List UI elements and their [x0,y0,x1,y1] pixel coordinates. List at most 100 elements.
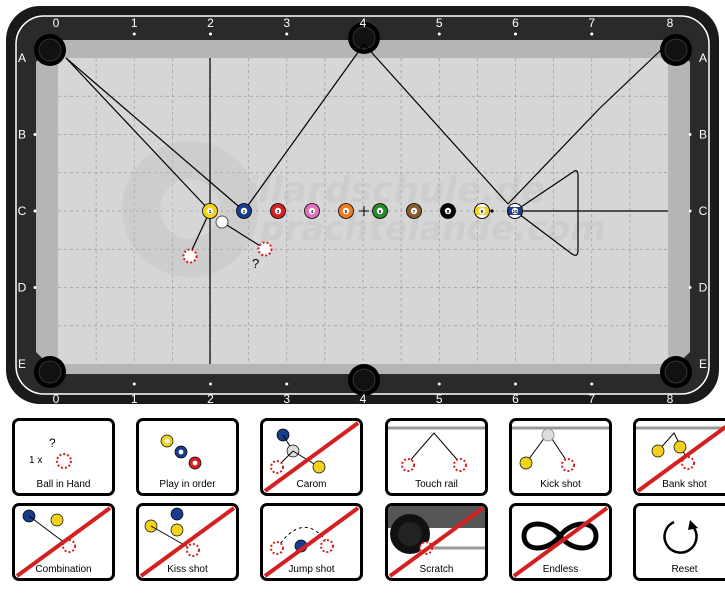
col-label-bottom: 3 [283,392,290,406]
carom-label: Carom [296,479,327,490]
row-label-left: C [18,204,27,218]
scratch-label: Scratch [419,564,454,575]
ghost-ball [215,215,229,229]
col-label-top: 3 [283,16,290,30]
endless-button[interactable]: Endless [509,503,612,581]
col-label-top: 1 [131,16,138,30]
row-label-left: D [18,281,27,295]
diamond [590,382,594,386]
jump-shot-icon [263,506,360,578]
diamond [514,382,517,386]
ball-5: 5 [338,203,354,219]
diamond [209,32,212,36]
col-label-top: 5 [436,16,443,30]
pocket [660,34,692,66]
svg-text:5: 5 [345,209,348,214]
endless-label: Endless [542,564,579,575]
diamond [688,286,692,289]
reset-icon [663,520,698,554]
col-label-top: 8 [667,16,674,30]
pockets [34,22,692,396]
center-spot [359,206,369,216]
diamond [437,382,441,386]
kick-shot-button[interactable]: Kick shot [509,418,612,496]
scratch-button[interactable]: Scratch [385,503,488,581]
diamond [285,382,289,386]
col-label-bottom: 2 [207,392,214,406]
bank-shot-icon [636,424,725,493]
bank-shot-button[interactable]: Bank shot [633,418,725,496]
reset-button[interactable]: Reset [633,503,725,581]
diamond [514,32,517,36]
pocket [348,364,380,396]
svg-text:2: 2 [243,209,246,214]
play-in-order-label: Play in order [159,479,216,490]
carom-icon [263,421,360,493]
pocket [660,356,692,388]
kiss-shot-icon [139,506,236,578]
svg-text:8: 8 [447,209,450,214]
touch-rail-icon [388,426,485,472]
kiss-shot-label: Kiss shot [167,564,208,575]
col-label-bottom: 8 [667,392,674,406]
diamond [33,209,37,213]
pocket [348,22,380,54]
col-label-bottom: 1 [131,392,138,406]
pocket [34,34,66,66]
pocket [34,356,66,388]
svg-text:7: 7 [413,209,416,214]
combination-button[interactable]: Combination [12,503,115,581]
reset-label: Reset [671,564,698,575]
ball-4: 4 [304,203,320,219]
col-label-bottom: 7 [588,392,595,406]
touch-rail-button[interactable]: Touch rail [385,418,488,496]
endless-icon [512,506,609,578]
ball-in-hand-label: Ball in Hand [36,479,91,490]
row-label-right: B [699,128,707,142]
ball-in-hand-icon: 1 x? [29,436,72,469]
col-label-bottom: 0 [53,392,60,406]
row-label-left: A [18,51,26,65]
diamond [33,133,37,136]
diamond [209,382,212,386]
question-mark: ? [252,256,259,271]
svg-text:?: ? [49,436,56,450]
svg-text:1: 1 [209,209,212,214]
combination-icon [15,506,112,578]
svg-text:10: 10 [512,209,518,214]
col-label-bottom: 5 [436,392,443,406]
col-label-top: 6 [512,16,519,30]
diamond [590,32,594,36]
scratch-icon [388,506,485,578]
col-label-top: 2 [207,16,214,30]
col-label-top: 7 [588,16,595,30]
row-label-right: E [699,357,707,371]
ball-9: 9 [474,203,490,219]
kick-shot-icon [512,426,609,472]
row-label-right: C [699,204,708,218]
ball-in-hand-button[interactable]: 1 x? Ball in Hand [12,418,115,496]
svg-text:9: 9 [481,209,484,214]
bank-shot-label: Bank shot [662,479,707,490]
kiss-shot-button[interactable]: Kiss shot [136,503,239,581]
diamond [285,32,289,36]
svg-text:1 x: 1 x [29,455,42,466]
diamond [33,286,37,289]
shot-lines [65,43,668,364]
diamond [688,133,692,136]
cue-ball-position-2 [257,241,273,257]
ball-1: 1 [202,203,218,219]
jump-shot-button[interactable]: Jump shot [260,503,363,581]
ball-2: 2 [236,203,252,219]
carom-button[interactable]: Carom [260,418,363,496]
ball-6: 6 [372,203,388,219]
play-in-order-icon [160,434,202,470]
combination-label: Combination [35,564,92,575]
diamond [688,209,692,213]
ball-7: 7 [406,203,422,219]
play-in-order-button[interactable]: Play in order [136,418,239,496]
col-label-top: 4 [360,16,367,30]
col-label-bottom: 6 [512,392,519,406]
